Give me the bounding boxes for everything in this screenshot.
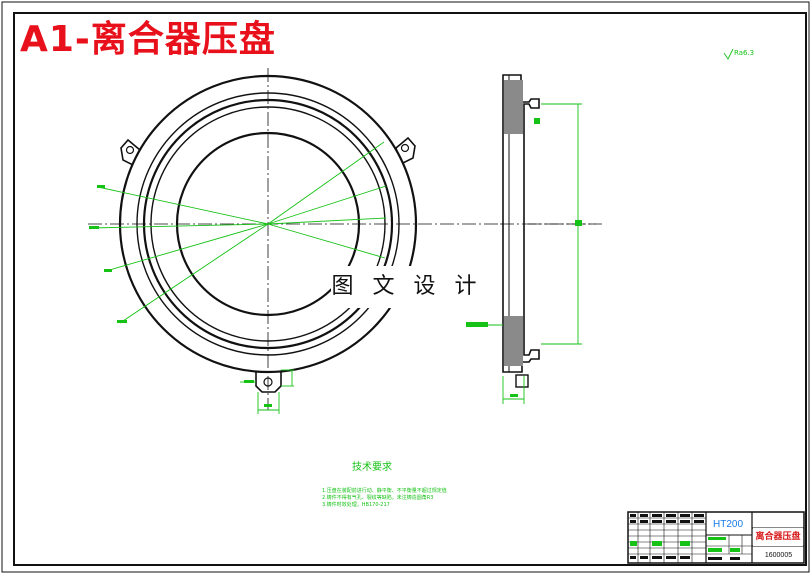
leader-line: [89, 223, 269, 229]
title-block-label: [640, 520, 648, 523]
drawing-title: A1-离合器压盘: [20, 19, 276, 60]
dimension-tag: [264, 404, 272, 407]
title-block-label: [630, 556, 636, 559]
material-label: HT200: [712, 519, 743, 530]
dimension-tag: [244, 380, 254, 383]
title-block-label: [680, 514, 690, 517]
tech-note: 3.铸件时效处理，HB170-217: [322, 502, 390, 508]
dimension-tags: [89, 185, 272, 407]
title-block-label: [694, 520, 704, 523]
title-block-label: [640, 514, 648, 517]
dimension-tag: [117, 320, 127, 323]
dimension-tag: [534, 118, 540, 124]
title-block-label: [652, 520, 662, 523]
dimension-tag: [466, 322, 488, 327]
title-block-frame: [627, 511, 805, 564]
part-name-label: 离合器压盘: [753, 528, 803, 546]
title-block-label: [680, 520, 690, 523]
title-block-label: [652, 556, 662, 559]
dimension-tag: [104, 269, 112, 272]
title-block-entry: [730, 548, 740, 552]
title-block-label: [730, 557, 740, 560]
title-block-label: [680, 556, 690, 559]
title-block-fills: [630, 537, 740, 552]
leader-line: [105, 223, 269, 272]
roughness-symbol: [723, 48, 734, 60]
lug-hole-left: [125, 145, 135, 155]
tech-requirements-title: 技术要求: [352, 462, 392, 473]
title-block-entry: [680, 541, 690, 546]
section-dimension-tags: [466, 118, 582, 397]
section-profile: [502, 74, 540, 373]
dimension-tag: [97, 185, 105, 188]
title-block-label: [666, 520, 676, 523]
tech-note: 1.压盘在装配前进行动、静平衡、不平衡量不超过规定值: [322, 488, 447, 494]
dimension-tag: [510, 394, 518, 397]
leader-line: [119, 223, 269, 324]
revision-grid: [628, 512, 706, 563]
leader-line: [267, 185, 387, 225]
inner-frame: [13, 12, 807, 566]
section-hatch-top: [504, 80, 523, 134]
leader-line: [267, 223, 386, 259]
title-block-label: [630, 520, 636, 523]
leader-line: [97, 186, 269, 225]
title-block-entry: [708, 548, 722, 552]
leader-line: [267, 217, 387, 225]
dimension-tag: [89, 226, 99, 229]
title-block-labels: [630, 514, 740, 560]
surface-roughness-label: Ra6.3: [734, 49, 755, 57]
bolt-detail: [515, 374, 529, 388]
watermark-label: 图 文 设 计: [331, 266, 483, 308]
title-block-label: [640, 556, 648, 559]
section-hatch-bottom: [504, 316, 523, 366]
title-block-entry: [630, 541, 637, 546]
lug-hole-right: [400, 143, 410, 153]
title-block-label: [666, 514, 676, 517]
drawing-code-label: 1600005: [764, 552, 793, 559]
title-block-entry: [652, 541, 662, 546]
tech-requirements-notes: 1.压盘在装配前进行动、静平衡、不平衡量不超过规定值 2.铸件不得有气孔、裂纹等…: [322, 488, 447, 509]
leader-line: [267, 141, 385, 225]
title-block-label: [630, 514, 636, 517]
title-block-label: [694, 514, 704, 517]
title-block-label: [708, 557, 722, 560]
title-block-label: [652, 514, 662, 517]
tech-note: 2.铸件不得有气孔、裂纹等缺陷，未注铸造圆角R3: [322, 495, 434, 501]
title-block-entry: [708, 537, 726, 540]
dimension-tag: [575, 220, 582, 226]
title-block-label: [666, 556, 676, 559]
section-view: [500, 74, 596, 388]
